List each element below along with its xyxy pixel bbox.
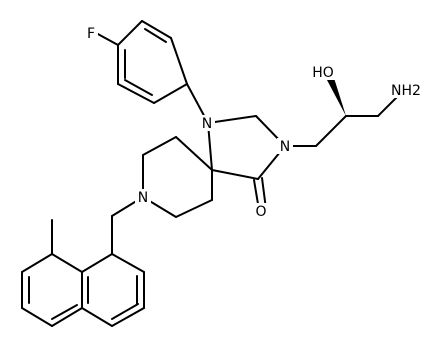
amine-label: NH2 (391, 83, 421, 99)
bond (111, 253, 145, 273)
bond (153, 83, 188, 104)
bond (141, 20, 172, 39)
fluorine-label: F (87, 26, 95, 42)
fluorophenyl-ring (95, 20, 188, 104)
ring-nitrogen-1-label: N (202, 116, 212, 132)
ring-nitrogen-3-label: N (280, 139, 290, 155)
bond (51, 307, 83, 327)
bond (170, 37, 188, 85)
hydroxyl-label: HO (312, 65, 334, 81)
bond (377, 95, 399, 117)
bond (81, 307, 113, 327)
bond (175, 136, 213, 171)
bond (21, 307, 53, 327)
methylnaphthalene (21, 219, 145, 327)
carbonyl-oxygen-label: O (255, 204, 266, 220)
double-bond-inner (124, 79, 153, 96)
label-mask (389, 82, 423, 98)
bond (51, 253, 83, 273)
label-mask (253, 203, 269, 219)
bond (117, 83, 155, 104)
label-mask (310, 64, 336, 80)
wedge-bond (327, 78, 346, 116)
bond (211, 169, 259, 180)
label-mask (135, 189, 151, 205)
label-mask (84, 25, 98, 41)
double-bond-inner (144, 28, 167, 43)
bond (175, 199, 213, 218)
bond (111, 307, 145, 327)
bond (315, 115, 347, 147)
double-bond-inner (51, 304, 78, 320)
bond (142, 136, 177, 156)
piperidine-nitrogen-label: N (138, 190, 148, 206)
double-bond-inner (111, 303, 139, 320)
aminohydroxypropyl-chain (284, 78, 399, 147)
c-f-bond (95, 32, 119, 46)
bond (81, 253, 113, 273)
imidazolidinone-ring (186, 83, 286, 211)
label-mask (277, 138, 293, 154)
piperidine-ring (111, 136, 213, 255)
bond (207, 115, 257, 124)
bond (117, 20, 143, 46)
bond (21, 253, 53, 273)
label-mask (199, 115, 215, 131)
